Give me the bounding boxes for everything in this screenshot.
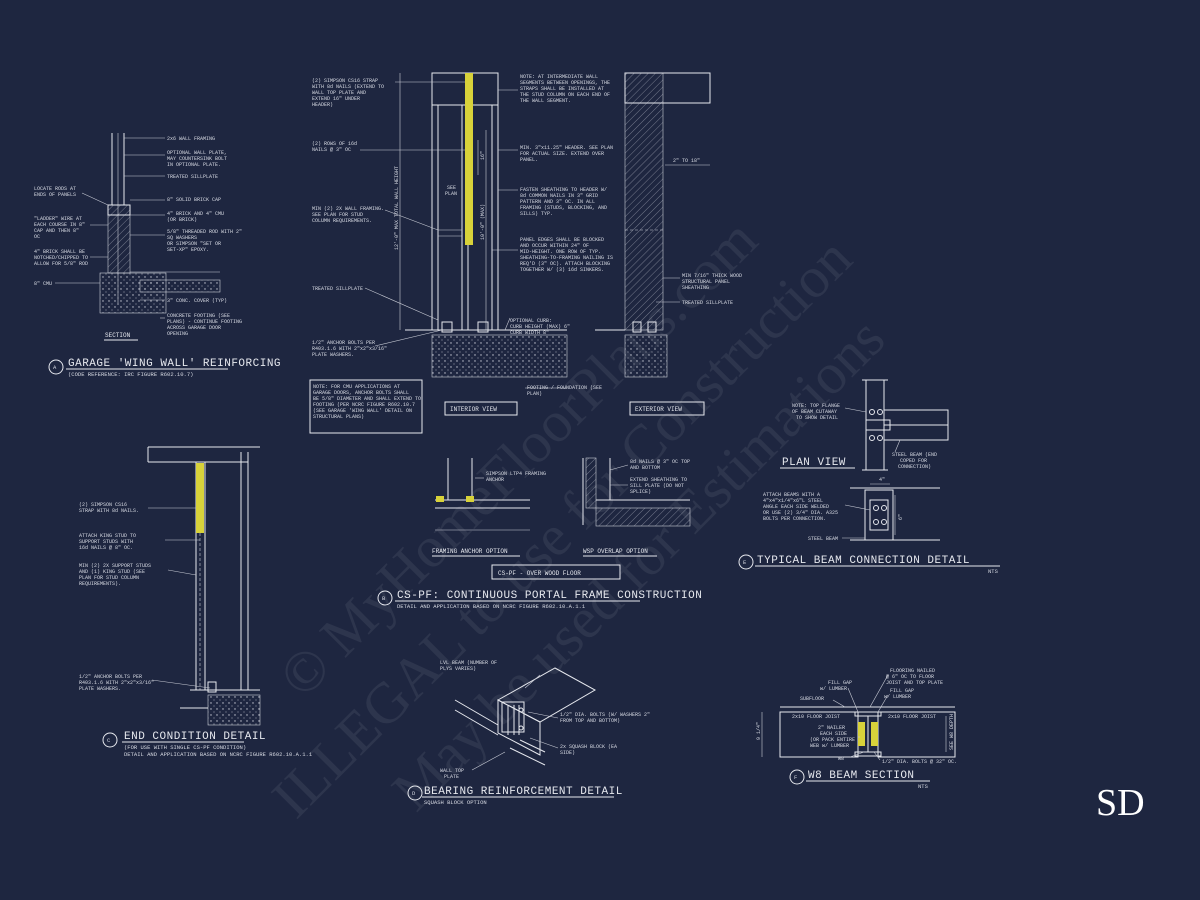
detail-f-tag: F xyxy=(794,774,797,781)
dim-16: 16" xyxy=(480,151,486,160)
plan-view-label: PLAN VIEW xyxy=(782,457,846,469)
note-a-5: 4" BRICK AND 4" CMU(OR BRICK) xyxy=(167,211,224,223)
note-a-2: OPTIONAL WALL PLATE,MAY COUNTERSINK BOLT… xyxy=(167,150,227,168)
detail-e-title: TYPICAL BEAM CONNECTION DETAIL xyxy=(757,555,970,567)
detail-d-subtitle: SQUASH BLOCK OPTION xyxy=(424,799,487,806)
detail-f-nts: NTS xyxy=(918,783,929,790)
detail-c-title: END CONDITION DETAIL xyxy=(124,731,266,743)
watermark-line-2: ILLEGAL to use for Construction xyxy=(259,225,864,830)
sheet-id: SD xyxy=(1096,782,1145,824)
note-a-3: TREATED SILLPLATE xyxy=(167,174,218,180)
wsp-overlap-option: WSP OVERLAP OPTION xyxy=(583,548,648,555)
cs16-strap xyxy=(465,73,473,245)
dim-e-b: 6" xyxy=(898,514,904,520)
dim-e-a: 4" xyxy=(879,477,885,483)
detail-a-tag: A xyxy=(53,364,57,371)
note-a-left-4: 8" CMU xyxy=(34,281,52,287)
note-b-mid-5: OPTIONAL CURB:CURB HEIGHT (MAX) 6"CURB W… xyxy=(510,318,570,336)
detail-e-tag: E xyxy=(743,559,747,566)
framing-anchor-option: FRAMING ANCHOR OPTION xyxy=(432,548,508,555)
note-e-4: STEEL BEAM xyxy=(808,536,838,542)
detail-a-title: GARAGE 'WING WALL' REINFORCING xyxy=(68,358,281,370)
dim-f-right: SEE W8 DEPTH xyxy=(949,714,955,750)
note-b-ext-2: TREATED SILLPLATE xyxy=(682,300,733,306)
note-a-1: 2x6 WALL FRAMING xyxy=(167,136,215,142)
note-f-6: 2x10 FLOOR JOIST xyxy=(888,714,936,720)
note-b-left-3: MIN (2) 2X WALL FRAMING.SEE PLAN FOR STU… xyxy=(312,206,384,224)
note-b-mid-3: FASTEN SHEATHING TO HEADER W/8d COMMON N… xyxy=(520,187,607,217)
detail-c-subtitle-2: DETAIL AND APPLICATION BASED ON NCRC FIG… xyxy=(124,751,313,758)
note-f-9: 1/2" DIA. BOLTS @ 32" OC. xyxy=(882,759,957,765)
detail-b-tag: B xyxy=(382,595,386,602)
note-d-2: 1/2" DIA. BOLTS (W/ WASHERS 2"FROM TOP A… xyxy=(560,712,650,724)
note-b-left-4: TREATED SILLPLATE xyxy=(312,286,363,292)
dim-2-to-18: 2" TO 18" xyxy=(673,158,700,164)
note-f-5: 2x10 FLOOR JOIST xyxy=(792,714,840,720)
interior-view-label: INTERIOR VIEW xyxy=(450,406,497,413)
detail-c-subtitle-1: (FOR USE WITH SINGLE CS-PF CONDITION) xyxy=(124,744,246,751)
detail-b-portal-frame: 12'-0" MAX TOTAL WALL HEIGHT 10'-0" (MAX… xyxy=(309,72,742,610)
detail-d-title: BEARING REINFORCEMENT DETAIL xyxy=(424,786,623,798)
over-wood-floor-label: CS-PF - OVER WOOD FLOOR xyxy=(498,570,581,577)
detail-b-subtitle: DETAIL AND APPLICATION BASED ON NCRC FIG… xyxy=(397,603,586,610)
note-a-7: 3" CONC. COVER (TYP) xyxy=(167,298,227,304)
note-f-2: SUBFLOOR xyxy=(800,696,824,702)
detail-d-tag: D xyxy=(412,790,416,797)
note-a-4: 8" SOLID BRICK CAP xyxy=(167,197,221,203)
detail-a-subtitle: (CODE REFERENCE: IRC FIGURE R602.10.7) xyxy=(68,371,193,378)
note-f-8: W8 xyxy=(838,756,844,762)
detail-e-nts: NTS xyxy=(988,568,999,575)
dim-max-height: 10'-0" (MAX) xyxy=(480,204,486,240)
section-label: SECTION xyxy=(105,332,131,339)
dim-f-left: 9 1/4" xyxy=(756,722,762,740)
exterior-view-label: EXTERIOR VIEW xyxy=(635,406,682,413)
detail-a-garage-wing-wall: 2x6 WALL FRAMING OPTIONAL WALL PLATE,MAY… xyxy=(34,133,281,378)
detail-c-tag: C xyxy=(107,737,111,744)
detail-b-title: CS-PF: CONTINUOUS PORTAL FRAME CONSTRUCT… xyxy=(397,590,702,602)
detail-f-title: W8 BEAM SECTION xyxy=(808,770,915,782)
note-box xyxy=(309,379,423,434)
dim-max-total-height: 12'-0" MAX TOTAL WALL HEIGHT xyxy=(394,166,400,250)
cs16-strap-c xyxy=(196,463,204,533)
